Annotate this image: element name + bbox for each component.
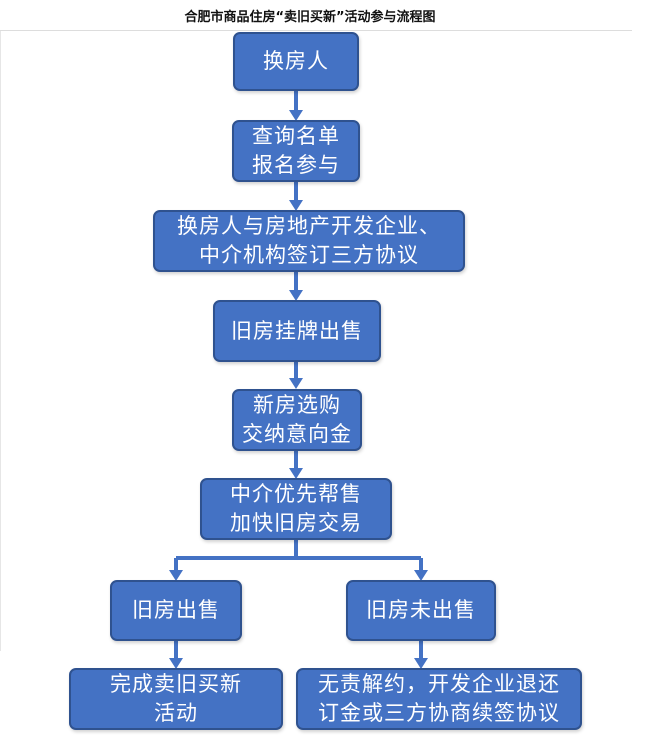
step-exchanger: 换房人 bbox=[233, 32, 359, 91]
step-agency-priority-line2: 加快旧房交易 bbox=[230, 511, 362, 535]
branch-unsold-label: 旧房未出售 bbox=[366, 598, 476, 622]
result-cancel-or-renew-line2: 订金或三方协商续签协议 bbox=[318, 701, 560, 725]
arrowhead-step1-to-step2 bbox=[289, 110, 303, 121]
result-complete-line1: 完成卖旧买新 bbox=[110, 672, 242, 696]
result-cancel-or-renew-line1: 无责解约，开发企业退还 bbox=[318, 672, 560, 696]
arrowhead-to-unsold bbox=[414, 570, 428, 581]
branch-sold: 旧房出售 bbox=[110, 580, 242, 641]
arrowhead-sold-to-result bbox=[169, 658, 183, 669]
step-list-old-house-label: 旧房挂牌出售 bbox=[231, 318, 363, 343]
step-query-register-line1: 查询名单 bbox=[252, 124, 340, 148]
arrowhead-step4-to-step5 bbox=[289, 378, 303, 389]
title-divider bbox=[0, 30, 632, 31]
result-complete: 完成卖旧买新 活动 bbox=[69, 668, 283, 730]
arrowhead-step3-to-step4 bbox=[289, 290, 303, 301]
step-exchanger-label: 换房人 bbox=[263, 49, 329, 73]
result-cancel-or-renew: 无责解约，开发企业退还 订金或三方协商续签协议 bbox=[296, 668, 582, 730]
step-select-new-house: 新房选购 交纳意向金 bbox=[232, 389, 362, 451]
arrowhead-step2-to-step3 bbox=[289, 200, 303, 211]
left-border bbox=[0, 31, 1, 651]
step-agency-priority: 中介优先帮售 加快旧房交易 bbox=[200, 478, 392, 540]
arrowhead-step5-to-step6 bbox=[289, 468, 303, 479]
step-query-register-line2: 报名参与 bbox=[252, 153, 340, 177]
step-sign-agreement-line2: 中介机构签订三方协议 bbox=[199, 243, 419, 267]
step-agency-priority-line1: 中介优先帮售 bbox=[230, 482, 362, 506]
arrowhead-unsold-to-result bbox=[414, 658, 428, 669]
result-complete-line2: 活动 bbox=[154, 701, 198, 725]
step-select-new-house-line2: 交纳意向金 bbox=[242, 422, 352, 446]
step-query-register: 查询名单 报名参与 bbox=[232, 120, 360, 182]
arrowhead-to-sold bbox=[169, 570, 183, 581]
branch-sold-label: 旧房出售 bbox=[132, 598, 220, 622]
step-sign-agreement-line1: 换房人与房地产开发企业、 bbox=[177, 214, 441, 238]
step-select-new-house-line1: 新房选购 bbox=[253, 393, 341, 417]
step-list-old-house: 旧房挂牌出售 bbox=[213, 300, 381, 362]
step-sign-agreement: 换房人与房地产开发企业、 中介机构签订三方协议 bbox=[153, 210, 465, 272]
branch-unsold: 旧房未出售 bbox=[346, 580, 496, 641]
page-title: 合肥市商品住房“卖旧买新”活动参与流程图 bbox=[184, 10, 436, 25]
